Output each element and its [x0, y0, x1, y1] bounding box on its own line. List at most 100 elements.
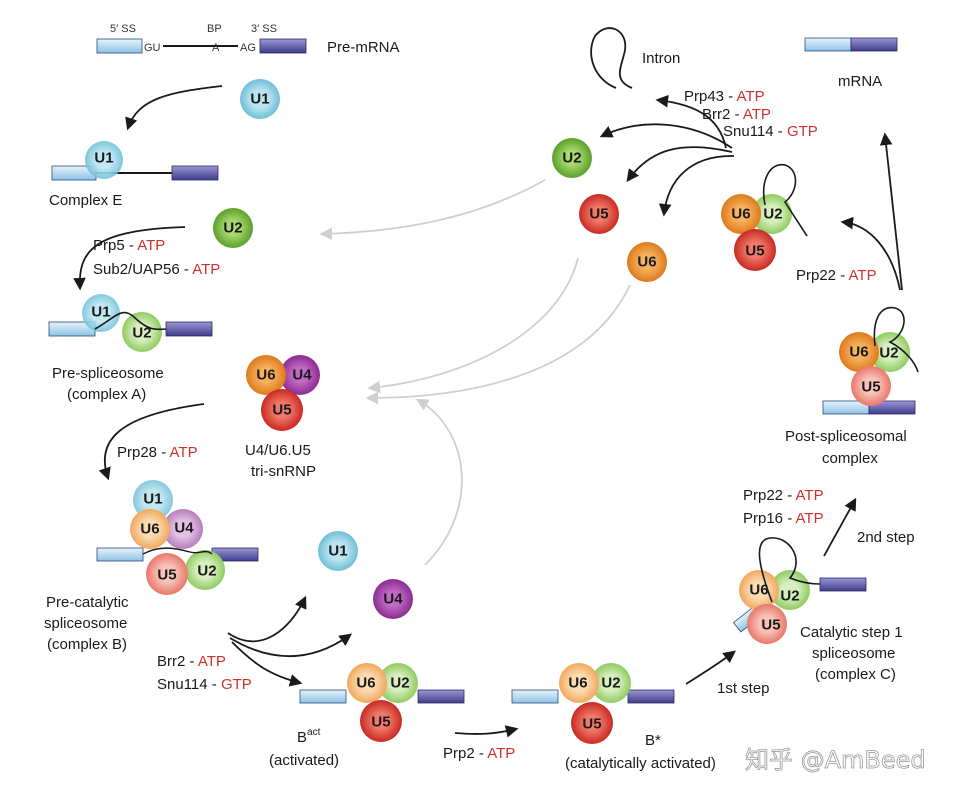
- u1-free-top: U1: [240, 79, 280, 119]
- u5-snrnp: [146, 553, 188, 595]
- complex-a: U1 U2 Pre-spliceosome (complex A): [48, 294, 213, 403]
- u6-recycled: U6: [627, 242, 667, 282]
- post-spliceosomal-complex: U6 U2 U5 Post-spliceosomal complex: [785, 306, 919, 467]
- u4-snrnp: [280, 355, 320, 395]
- u2-snrnp: [378, 663, 418, 703]
- prp28-label: Prp28 - ATP: [117, 444, 198, 461]
- u5-label: U5: [589, 206, 608, 223]
- prp5-label: Prp5 - ATP: [93, 237, 165, 254]
- u2-snrnp: [591, 663, 631, 703]
- u1-label: U1: [143, 491, 162, 508]
- u5-snrnp: [261, 389, 303, 431]
- excised-intron: Intron: [590, 27, 680, 89]
- u2-label: U2: [879, 345, 898, 362]
- u6-snrnp: [721, 194, 761, 234]
- second-step-label: 2nd step: [857, 529, 915, 546]
- snu114-label-top: Snu114 - GTP: [723, 123, 818, 140]
- u6-label: U6: [256, 367, 275, 384]
- intron-lariat-complex: U6 U2 U5: [721, 164, 808, 271]
- u2-snrnp: [870, 332, 910, 372]
- u2-snrnp: [213, 208, 253, 248]
- u2-recycled: U2: [552, 138, 592, 178]
- arrow-second-step: [823, 497, 857, 557]
- complex-c: U6 U2 U5 Catalytic step 1 spliceosome (c…: [732, 537, 903, 683]
- u4-label: U4: [292, 367, 312, 384]
- first-step-label: 1st step: [717, 680, 770, 697]
- u4-snrnp: [373, 579, 413, 619]
- u6-label: U6: [356, 675, 375, 692]
- u6-snrnp: [130, 509, 170, 549]
- u6-label: U6: [749, 582, 768, 599]
- lariat-intron: [758, 537, 821, 603]
- exon-3prime: [259, 38, 307, 54]
- u1-snrnp: [82, 294, 120, 332]
- arrow-u1-release: [227, 595, 307, 643]
- recycle-arrow-u5: [367, 257, 579, 394]
- bstar-label: B*: [645, 732, 661, 749]
- post-line2: complex: [822, 450, 878, 467]
- u6-label: U6: [568, 675, 587, 692]
- complex-bact: U6 U2 U5 Bact (activated): [269, 663, 465, 769]
- u5-snrnp: [579, 194, 619, 234]
- u6-snrnp: [347, 663, 387, 703]
- u1-snrnp: [133, 480, 173, 520]
- cat-step-line3: (complex C): [815, 666, 896, 683]
- u2-snrnp: [752, 194, 792, 234]
- lariat-intron: [873, 306, 919, 373]
- u5-label: U5: [761, 617, 780, 634]
- u2-label: U2: [197, 563, 216, 580]
- u5-label: U5: [272, 402, 291, 419]
- u2-label: U2: [780, 588, 799, 605]
- post-line1: Post-spliceosomal: [785, 428, 907, 445]
- u1-label: U1: [250, 91, 269, 108]
- pre-catalytic-line2: spliceosome: [44, 615, 127, 632]
- u2-snrnp: [122, 312, 162, 352]
- prp22-label-c: Prp22 - ATP: [743, 487, 824, 504]
- arrow-to-ils: [840, 216, 901, 291]
- u1-label: U1: [94, 150, 113, 167]
- complex-bstar: U6 U2 U5 B* (catalytically activated): [511, 663, 716, 772]
- complex-e: U1 Complex E: [49, 141, 219, 209]
- u2-free-left: U2: [213, 208, 253, 248]
- arrow-to-free-u2: [599, 123, 733, 149]
- u2-label: U2: [223, 220, 242, 237]
- u5-snrnp: [571, 702, 613, 744]
- lariat-intron: [763, 164, 808, 237]
- recycle-arrow-u1-u4: [415, 398, 463, 566]
- mrna-label: mRNA: [838, 73, 882, 90]
- ag-label: AG: [240, 42, 256, 54]
- watermark: 知乎 @AmBeed: [745, 746, 926, 774]
- u2-snrnp: [770, 570, 810, 610]
- arrow-first-step: [685, 650, 737, 685]
- u4-label: U4: [383, 591, 403, 608]
- u1-released: U1: [318, 531, 358, 571]
- u6-snrnp: [627, 242, 667, 282]
- u2-snrnp: [185, 550, 225, 590]
- u6-label: U6: [849, 344, 868, 361]
- u5-snrnp: [734, 229, 776, 271]
- arrow-to-complex-a: [73, 226, 186, 291]
- u2-label: U2: [132, 325, 151, 342]
- brr2-label-b: Brr2 - ATP: [157, 653, 226, 670]
- a-label: A: [212, 42, 220, 54]
- u5-snrnp: [851, 366, 891, 406]
- u4-label: U4: [174, 520, 194, 537]
- pre-catalytic-line1: Pre-catalytic: [46, 594, 129, 611]
- u4-snrnp: [163, 509, 203, 549]
- pre-mrna-label: Pre-mRNA: [327, 39, 400, 56]
- intron-lariat: [590, 27, 633, 89]
- complex-e-label: Complex E: [49, 192, 122, 209]
- u2-label: U2: [562, 150, 581, 167]
- tri-snrnp-line1: U4/U6.U5: [245, 442, 311, 459]
- prp2-label: Prp2 - ATP: [443, 745, 515, 762]
- arrow-u4-release: [229, 633, 353, 657]
- u6-label: U6: [731, 206, 750, 223]
- bp-label: BP: [207, 23, 222, 35]
- gu-label: GU: [144, 42, 161, 54]
- u6-snrnp: [246, 355, 286, 395]
- arrow-to-bstar: [454, 725, 519, 738]
- tri-snrnp-line2: tri-snRNP: [251, 463, 316, 480]
- three-ss-label: 3′ SS: [251, 23, 277, 35]
- tri-snrnp: U6 U4 U5 U4/U6.U5 tri-snRNP: [245, 355, 320, 480]
